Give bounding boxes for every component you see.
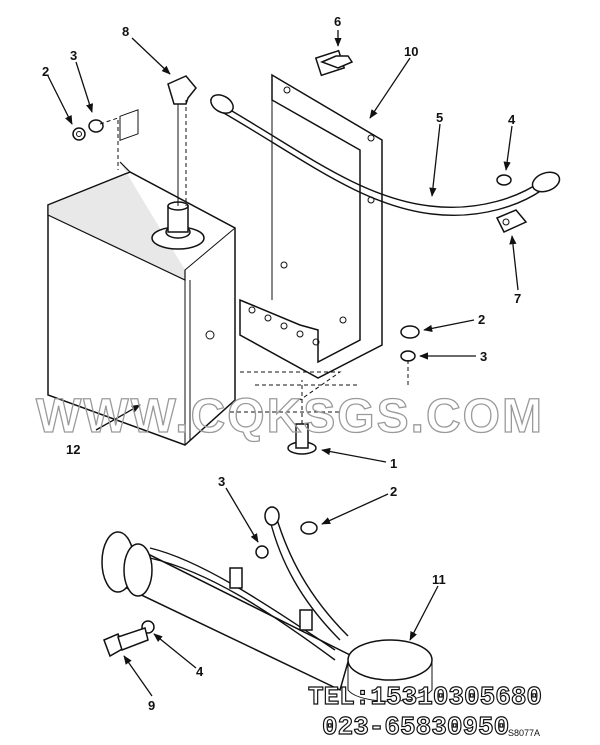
callout-10: 10 [404, 44, 418, 59]
callout-12: 12 [66, 442, 80, 457]
callout-8: 8 [122, 24, 129, 39]
watermark: WWW.CQKSGS.COM [36, 390, 544, 443]
lower-assembly [101, 506, 433, 702]
mounting-bracket [239, 73, 383, 379]
callout-5: 5 [436, 110, 443, 125]
contact-phone: 023-65830950 [322, 712, 509, 742]
elbow-fitting [167, 75, 197, 206]
nut-washer-upper [72, 117, 119, 170]
callout-4: 4 [196, 664, 204, 679]
callout-9: 9 [148, 698, 155, 713]
leader-arrows [47, 30, 519, 697]
callout-labels: 6 8 10 2 3 5 4 7 2 3 1 12 3 2 11 4 9 [42, 14, 521, 713]
reservoir-box [47, 109, 236, 446]
callout-1: 1 [390, 456, 397, 471]
nut-washer-right [400, 325, 420, 388]
projection-lines [230, 371, 360, 413]
bolt-washer-lower [103, 620, 155, 658]
callout-7: 7 [514, 291, 521, 306]
callout-6: 6 [334, 14, 341, 29]
callout-11: 11 [432, 572, 446, 587]
nut-washer-lower [255, 521, 318, 559]
callout-2: 2 [390, 484, 397, 499]
callout-3: 3 [70, 48, 77, 63]
callout-3: 3 [480, 349, 487, 364]
hose-assembly [210, 94, 561, 216]
contact-tel: TEL:15310305680 [308, 682, 542, 712]
figure-code: S8077A [508, 728, 540, 738]
cap-screw [314, 49, 354, 77]
callout-3: 3 [218, 474, 225, 489]
callout-4: 4 [508, 112, 516, 127]
callout-2: 2 [42, 64, 49, 79]
callout-2: 2 [478, 312, 485, 327]
bolt-lower [287, 380, 317, 455]
clamp-hardware [495, 174, 528, 233]
